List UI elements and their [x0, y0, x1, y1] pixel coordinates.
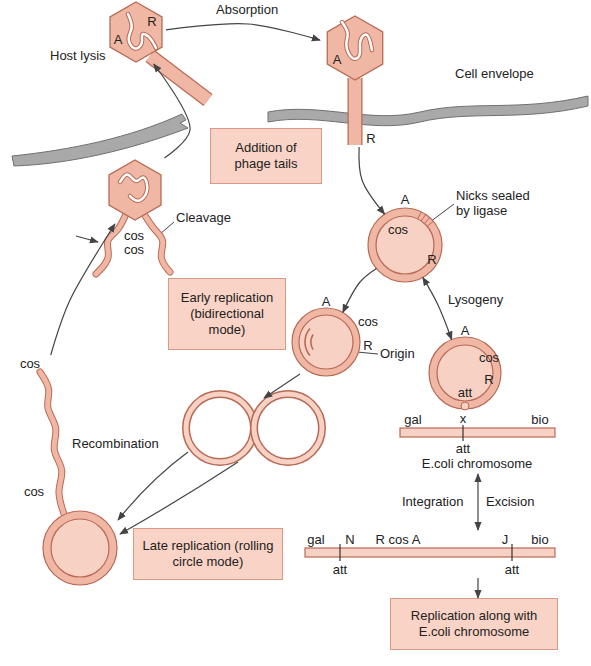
- node-outline: [106, 0, 166, 64]
- node-text: cos: [124, 229, 144, 243]
- node-text: N: [345, 533, 354, 547]
- node-text: Addition of phage tails: [217, 140, 315, 172]
- process-box: Replication along with E.coli chromosome: [390, 598, 558, 650]
- node-text: R cos A: [376, 533, 421, 547]
- node-text: att: [505, 563, 519, 577]
- node-text: R: [366, 132, 375, 146]
- node-text: bio: [531, 413, 548, 427]
- node-text: Replication along with E.coli chromosome: [397, 608, 551, 640]
- node-text: A: [114, 33, 123, 47]
- rolling-circle: cos cos: [15, 355, 130, 590]
- annotation-label: Integration: [402, 494, 463, 509]
- leader-line: [160, 222, 174, 234]
- node-outline: [290, 294, 382, 380]
- connector-arrow: [359, 147, 385, 214]
- node-text: A: [333, 53, 342, 67]
- connector-arrow: [343, 268, 377, 312]
- replicating-circle: AcosR: [290, 294, 382, 380]
- connector-arrow: [477, 474, 478, 530]
- node-text: x: [460, 412, 467, 426]
- annotation-label: Cleavage: [176, 210, 231, 225]
- node-text: gal: [307, 533, 324, 547]
- node-text: cos: [20, 357, 40, 371]
- node-text: cos: [24, 485, 44, 499]
- node-outline: [15, 355, 130, 590]
- node-text: att: [456, 442, 470, 456]
- node-text: att: [333, 563, 347, 577]
- node-text: cos: [124, 243, 144, 257]
- host-chromosome: gal x bio attE.coli chromosome: [395, 412, 560, 474]
- node-text: R: [363, 339, 372, 353]
- node-text: gal: [404, 413, 421, 427]
- node-outline: [320, 12, 390, 147]
- node-text: R: [484, 373, 493, 387]
- phage-particle: AR: [106, 0, 166, 64]
- flow-arrow: [76, 236, 98, 242]
- flow-arrow: [118, 452, 188, 520]
- packaging-head: coscos: [104, 158, 166, 224]
- process-box: Addition of phage tails: [210, 128, 322, 184]
- node-text: Early replication (bidirectional mode): [175, 290, 279, 338]
- node-text: cos: [358, 315, 378, 329]
- connector-arrow: [423, 277, 452, 339]
- node-text: E.coli chromosome: [422, 457, 533, 471]
- annotation-label: Excision: [486, 494, 534, 509]
- flow-arrow: [264, 374, 300, 398]
- annotation-label: Host lysis: [50, 48, 106, 63]
- cell-envelope: [268, 96, 588, 126]
- annotation-label: Recombination: [72, 436, 159, 451]
- node-text: cos: [479, 351, 499, 365]
- node-text: J: [502, 533, 509, 547]
- node-text: R: [427, 253, 436, 267]
- node-text: cos: [388, 223, 408, 237]
- process-box: Late replication (rolling circle mode): [133, 528, 283, 580]
- node-text: A: [322, 295, 331, 309]
- node-text: A: [401, 193, 410, 207]
- circular-dna: AcosR: [362, 192, 452, 287]
- lysed-envelope: [12, 114, 188, 166]
- node-text: Late replication (rolling circle mode): [140, 538, 276, 570]
- annotation-label: Cell envelope: [455, 66, 534, 81]
- prophage-circle: AcosRatt: [425, 326, 507, 412]
- node-text: R: [147, 15, 156, 29]
- node-text: A: [461, 324, 470, 338]
- annotation-label: Origin: [380, 346, 415, 361]
- edge-label: Lysogeny: [448, 292, 503, 307]
- integrated-prophage: gal N R cos A Jbio att att: [300, 530, 560, 578]
- adsorbed-phage: AR: [320, 12, 390, 147]
- node-text: bio: [531, 533, 548, 547]
- leader-line: [430, 204, 454, 222]
- theta-replication-circles: [186, 394, 322, 462]
- connector-arrow: [477, 578, 478, 598]
- node-text: att: [458, 386, 472, 400]
- node-outline: [104, 158, 166, 224]
- process-box: Early replication (bidirectional mode): [168, 278, 286, 350]
- annotation-label: Nicks sealed by ligase: [456, 188, 546, 218]
- edge-label: Absorption: [216, 2, 278, 17]
- connector-arrow: [166, 24, 320, 40]
- flow-arrow: [120, 462, 238, 534]
